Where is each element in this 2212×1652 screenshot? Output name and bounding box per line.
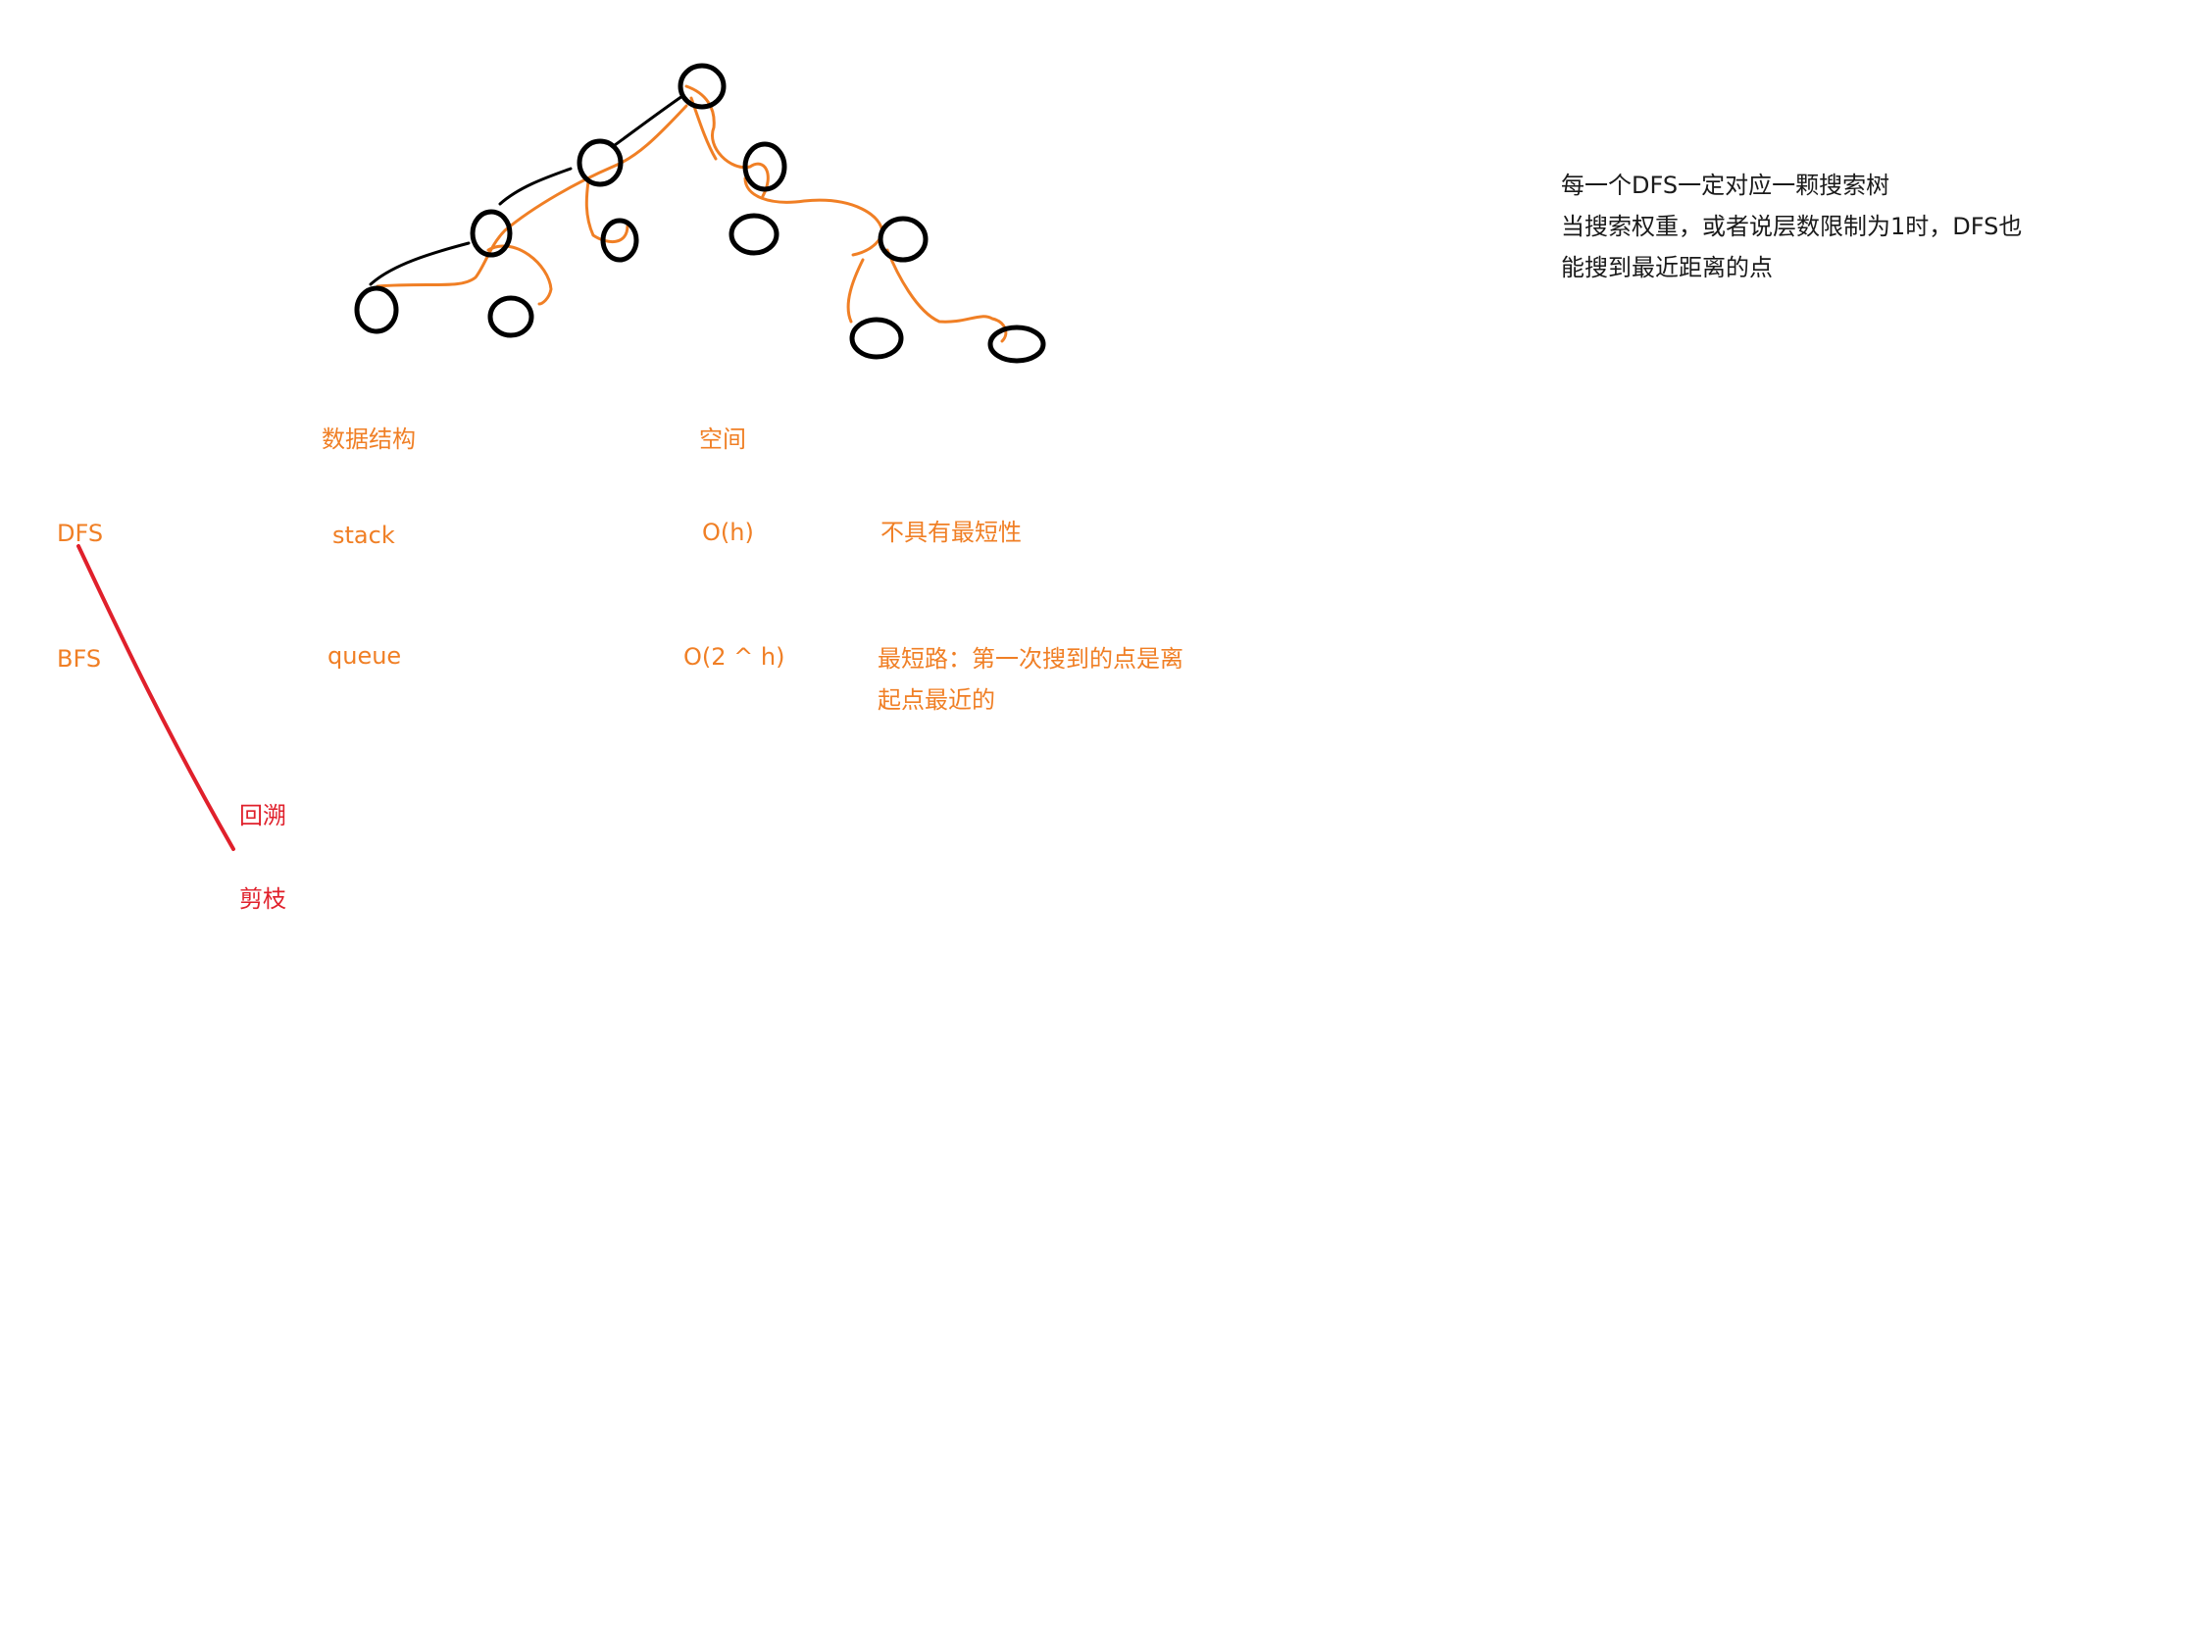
tree-node-right: [742, 141, 787, 192]
tree-node-right-leaf-b: [849, 317, 904, 360]
note-line-2: 当搜索权重，或者说层数限制为1时，DFS也: [1561, 213, 2023, 240]
tree-node-left-leaf-a: [354, 285, 399, 334]
note-line-3: 能搜到最近距离的点: [1561, 254, 1773, 281]
bfs-space: O(2 ^ h): [683, 643, 785, 671]
tree-edge-left-leftleft: [498, 167, 573, 206]
bfs-structure: queue: [327, 642, 402, 670]
header-structure: 数据结构: [322, 426, 416, 453]
annotation-backtrack: 回溯: [239, 802, 286, 829]
note-line-1: 每一个DFS一定对应一颗搜索树: [1561, 172, 1890, 199]
tree-edges: [369, 94, 684, 286]
traversal-stroke-right: [684, 84, 1008, 343]
tree-node-rightright: [878, 216, 929, 263]
tree-node-left-leaf-b: [487, 295, 534, 338]
tree-node-leftleft: [470, 209, 513, 258]
bfs-property-line1: 最短路：第一次搜到的点是离: [878, 645, 1183, 673]
tree-edge-leftleft-leaf: [369, 241, 471, 286]
tree-node-root: [678, 63, 727, 110]
tree-node-left: [577, 138, 624, 187]
bfs-property-line2: 起点最近的: [878, 686, 995, 714]
dfs-space: O(h): [702, 519, 754, 546]
tree-edge-root-left: [613, 94, 684, 147]
dfs-property: 不具有最短性: [880, 519, 1022, 546]
tree-nodes: [354, 63, 1046, 364]
tree-node-right-leaf-c: [987, 325, 1046, 364]
tree-node-right-leaf-a: [729, 213, 779, 256]
dfs-structure: stack: [332, 522, 395, 549]
traversal-stroke-left: [376, 104, 688, 306]
header-space: 空间: [699, 426, 746, 453]
row-label-bfs: BFS: [57, 645, 102, 673]
bfs-property: 最短路：第一次搜到的点是离 起点最近的: [878, 638, 1201, 721]
red-annotation-line: [76, 544, 235, 851]
row-label-dfs: DFS: [57, 520, 104, 547]
annotation-prune: 剪枝: [239, 885, 286, 913]
tree-node-left-mid-leaf: [600, 218, 639, 263]
search-tree-note: 每一个DFS一定对应一颗搜索树 当搜索权重，或者说层数限制为1时，DFS也 能搜…: [1561, 165, 2071, 288]
dfs-traversal-path: [376, 84, 1008, 343]
